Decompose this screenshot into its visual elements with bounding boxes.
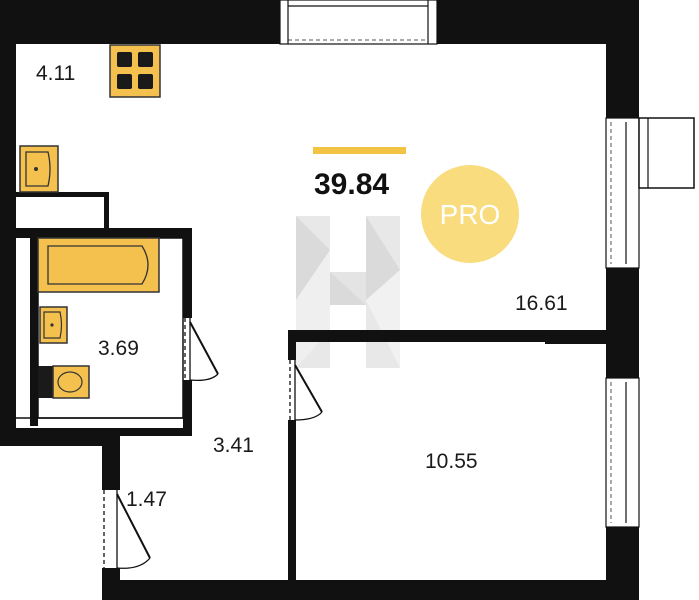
bedroom-door[interactable]: [289, 360, 323, 421]
total-area-value: 39.84: [314, 168, 389, 201]
toilet-icon: [38, 365, 90, 399]
brand-watermark-icon: [296, 216, 400, 368]
hall-area-label: 1.47: [126, 488, 167, 511]
top-window: [279, 0, 438, 45]
pro-badge: PRO: [421, 165, 519, 263]
total-area-accent-bar: [313, 147, 406, 154]
right-window-upper: [605, 117, 695, 269]
entrance-door[interactable]: [103, 490, 151, 569]
corridor-area-label: 3.41: [213, 434, 254, 457]
right-window-lower: [605, 377, 640, 528]
stove-icon: [109, 44, 161, 98]
living-area-label: 16.61: [515, 292, 568, 315]
bathtub-icon: [37, 237, 160, 293]
bedroom-area-label: 10.55: [425, 450, 478, 473]
bathroom-area-label: 3.69: [98, 337, 139, 360]
sink-icon: [39, 306, 68, 344]
inner-walls: [16, 192, 606, 582]
sink-icon: [19, 145, 59, 193]
outer-walls: [0, 0, 639, 600]
kitchen-area-label: 4.11: [36, 62, 75, 85]
bathroom-door[interactable]: [184, 318, 219, 382]
pro-badge-label: PRO: [440, 199, 501, 230]
